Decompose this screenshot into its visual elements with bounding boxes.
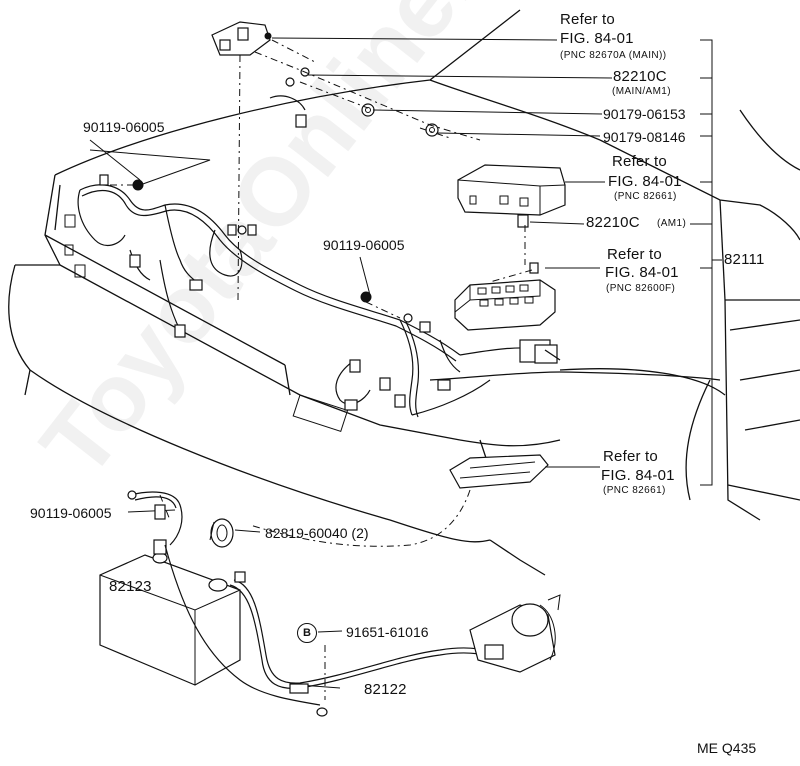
- part-90119-top: 90119-06005: [83, 119, 165, 135]
- small-parts: [132, 67, 539, 303]
- refer-82600f-line1: Refer to: [607, 246, 662, 263]
- refer-82661-b-line1: Refer to: [603, 448, 658, 465]
- engine-room-harness: [77, 174, 721, 418]
- part-91651: 91651-61016: [346, 624, 429, 640]
- refer-82661-a-line1: Refer to: [612, 153, 667, 170]
- starter-motor: [469, 594, 561, 673]
- refer-82661-a-line2: FIG. 84-01: [608, 173, 682, 190]
- fuse-block-82661: [457, 164, 566, 216]
- refer-main-line1: Refer to: [560, 11, 615, 28]
- relay-block: [454, 279, 556, 331]
- part-82111: 82111: [724, 251, 765, 268]
- refer-82661-b-line2: FIG. 84-01: [601, 467, 675, 484]
- refer-82600f-line3: (PNC 82600F): [606, 283, 676, 294]
- part-82123: 82123: [109, 578, 152, 595]
- callout-b-circle: B: [297, 623, 317, 643]
- part-82210c-main-sub: (MAIN/AM1): [612, 86, 671, 97]
- part-82210c-main: 82210C: [613, 68, 667, 85]
- battery-assembly: [99, 490, 501, 717]
- vehicle-body-outline: [8, 9, 800, 576]
- refer-82600f-line2: FIG. 84-01: [605, 264, 679, 281]
- part-90119-mid: 90119-06005: [323, 237, 405, 253]
- footer-code: ME Q435: [697, 740, 757, 756]
- part-82210c-am1-sub: (AM1): [657, 218, 687, 229]
- part-90179-08146: 90179-08146: [603, 129, 686, 145]
- part-82122: 82122: [364, 681, 407, 698]
- part-82210c-am1: 82210C: [586, 214, 640, 231]
- guide-lines: [110, 39, 533, 700]
- part-90119-low: 90119-06005: [30, 505, 112, 521]
- refer-main-line2: FIG. 84-01: [560, 30, 634, 47]
- refer-82661-b-line3: (PNC 82661): [603, 485, 666, 496]
- part-90179-06153: 90179-06153: [603, 106, 686, 122]
- tray-82661: [449, 454, 549, 489]
- fusible-link-block: [211, 21, 272, 56]
- refer-82661-a-line3: (PNC 82661): [614, 191, 677, 202]
- part-82819: 82819-60040 (2): [265, 525, 369, 541]
- refer-main-line3: (PNC 82670A (MAIN)): [560, 50, 667, 61]
